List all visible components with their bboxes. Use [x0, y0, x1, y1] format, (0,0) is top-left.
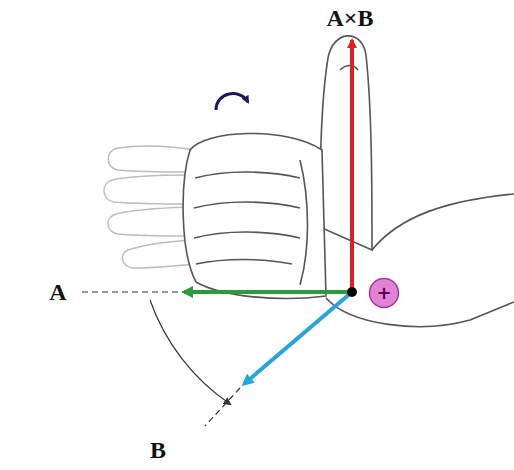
vector-axb [350, 40, 354, 292]
vector-a [184, 290, 352, 294]
faded-open-hand [104, 146, 195, 268]
vector-b [244, 292, 352, 384]
vector-label: B [148, 437, 168, 463]
angle-arc [150, 300, 230, 404]
vector-label: A [47, 279, 68, 305]
charge-circle: + [368, 277, 400, 309]
origin-dot [347, 287, 357, 297]
hand-outline [183, 36, 514, 327]
curl-arrow [216, 94, 248, 110]
dashed-guide [82, 291, 186, 292]
dashed-guide [205, 388, 240, 426]
charge-sign: + [376, 284, 391, 302]
vector-label: A×B [324, 5, 375, 31]
